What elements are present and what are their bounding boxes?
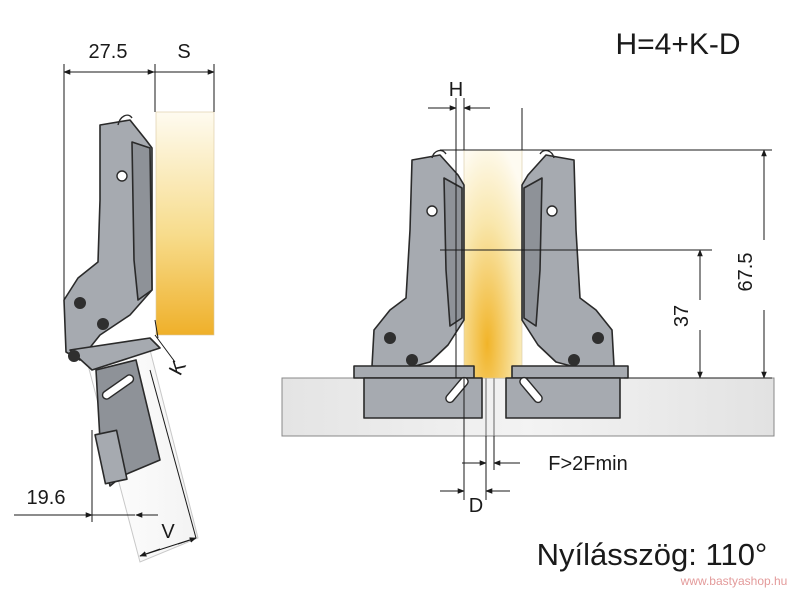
dim-H-label: H [449, 79, 463, 101]
pivot-pin-right-a2 [406, 354, 418, 366]
spring-clip-right-a [431, 149, 447, 159]
pivot-pin-right-b1 [592, 332, 604, 344]
dim-19-6-label: 19.6 [27, 487, 66, 509]
door-panel-right [463, 149, 523, 379]
dim-37-label: 37 [671, 305, 693, 327]
pivot-hole-upper-left [116, 170, 128, 182]
pivot-pin-1-left [74, 297, 86, 309]
dim-F-label: F>2Fmin [548, 453, 627, 475]
dim-V-arrow-a [139, 548, 161, 557]
left-hinge-view: 27.5 S K 19.6 V [14, 41, 215, 563]
pivot-pin-right-b2 [568, 354, 580, 366]
pivot-hole-right-b [546, 205, 558, 217]
pivot-hole-right-a [426, 205, 438, 217]
hinge-link-left [69, 337, 161, 371]
pivot-pin-2-left [97, 318, 109, 330]
spring-clip-right-b [539, 149, 555, 159]
hinge-spine-right-b [523, 177, 543, 327]
dim-K-label: K [165, 356, 191, 379]
hinge-cup-plate-left [94, 429, 128, 485]
dim-K-ext-2 [154, 319, 159, 339]
opening-angle-text: Nyílásszög: 110° [537, 537, 768, 572]
slot-right-b [519, 376, 543, 404]
dim-27-5-label: 27.5 [89, 41, 128, 63]
dim-D-label: D [469, 495, 483, 517]
pivot-pin-right-a1 [384, 332, 396, 344]
dim-67-5-label: 67.5 [735, 253, 757, 292]
dim-V-ext [149, 369, 197, 539]
formula-text: H=4+K-D [615, 28, 740, 61]
hinge-arm-spine-left [131, 141, 153, 301]
dim-K-ext-1 [154, 334, 176, 363]
right-hinge-view: H 37 67.5 F>2Fmin D [281, 79, 775, 517]
cup-slot-left [101, 374, 135, 400]
slot-right-a [445, 376, 469, 404]
mount-plate-right-b [511, 365, 629, 379]
cup-right-a [363, 377, 483, 419]
pivot-pin-3-left [68, 350, 80, 362]
website-text: www.bastyashop.hu [680, 574, 788, 588]
door-panel-left [155, 111, 215, 336]
dim-V-label: V [161, 521, 175, 543]
spring-clip-left [117, 114, 133, 126]
dim-S-label: S [177, 41, 190, 63]
dim-V-arrow-b [177, 537, 197, 545]
